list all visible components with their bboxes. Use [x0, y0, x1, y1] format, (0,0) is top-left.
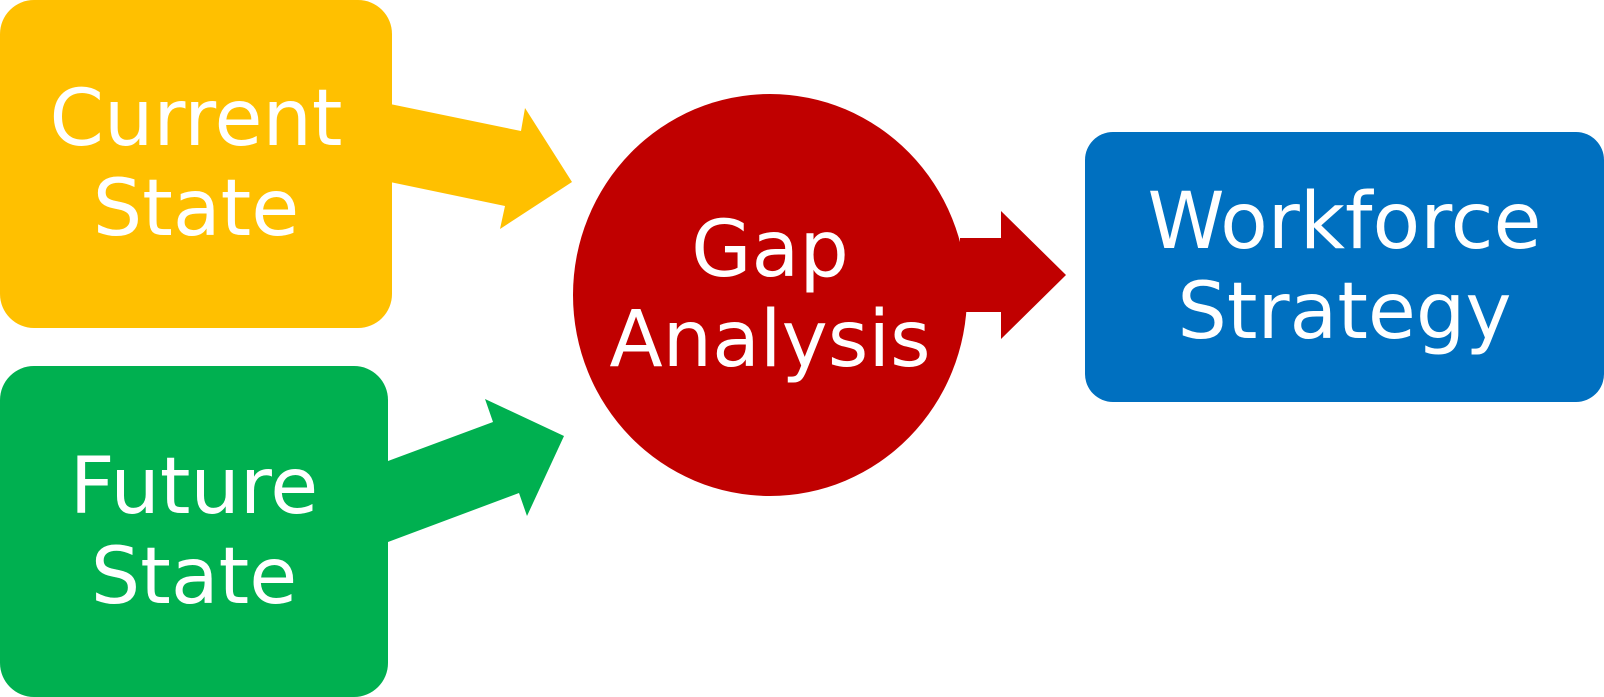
gap-analysis-label-line1: Gap: [691, 205, 849, 295]
future-state-box: Future State: [0, 366, 388, 697]
gap-analysis-circle: Gap Analysis: [573, 94, 967, 496]
arrow-future-to-gap: [388, 399, 564, 542]
current-state-label-line1: Current: [49, 74, 343, 164]
arrow-gap-to-workforce: [960, 211, 1066, 339]
workforce-strategy-label-line1: Workforce: [1147, 177, 1542, 267]
future-state-label-line1: Future: [69, 441, 319, 532]
workforce-strategy-box: Workforce Strategy: [1085, 132, 1604, 402]
current-state-label-line2: State: [92, 164, 300, 254]
gap-analysis-label-line2: Analysis: [609, 295, 931, 385]
arrow-current-to-gap: [390, 104, 572, 229]
current-state-box: Current State: [0, 0, 392, 328]
workforce-strategy-label-line2: Strategy: [1177, 267, 1512, 357]
future-state-label-line2: State: [90, 531, 298, 622]
